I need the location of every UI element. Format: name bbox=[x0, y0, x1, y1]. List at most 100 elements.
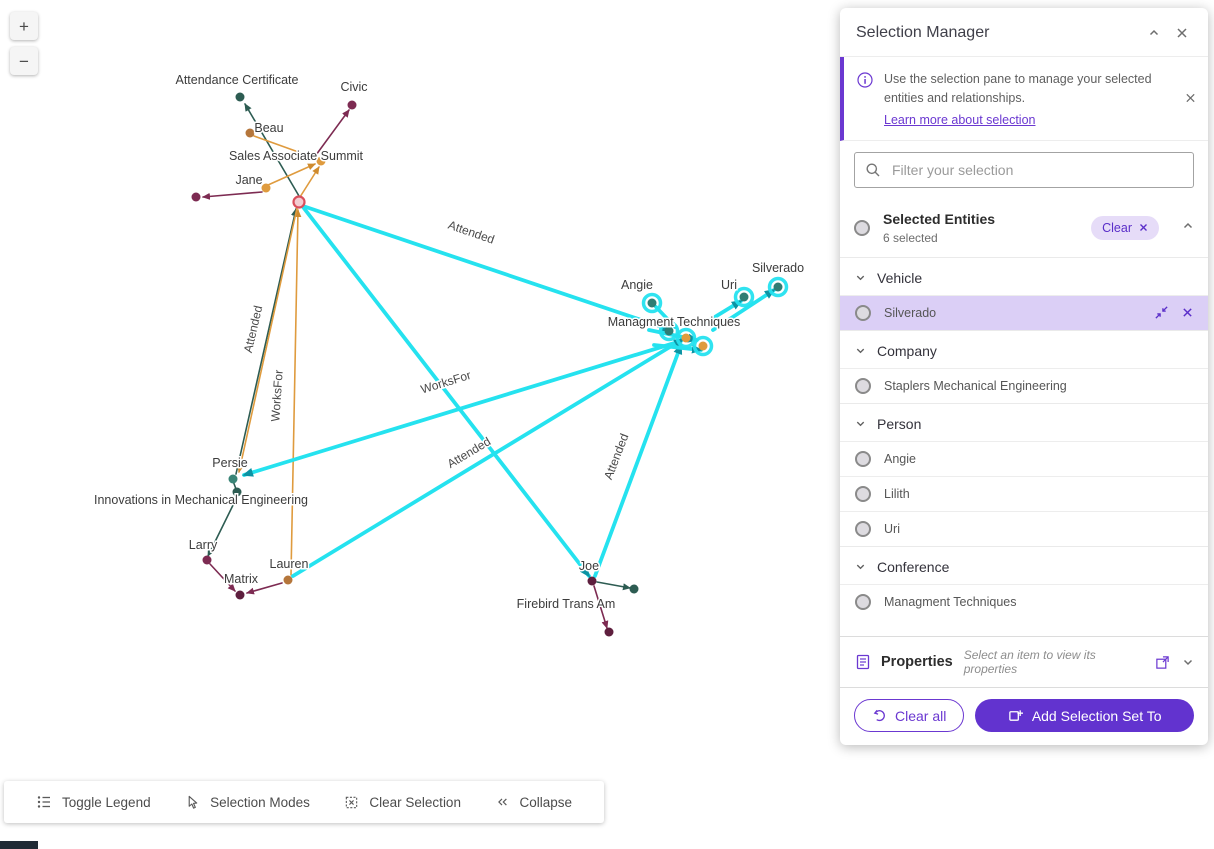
chevron-down-icon bbox=[856, 564, 865, 570]
clear-all-button[interactable]: Clear all bbox=[854, 699, 965, 732]
node-mgmt-node-2[interactable] bbox=[698, 341, 708, 351]
node-civic[interactable] bbox=[347, 100, 357, 110]
selected-entities-title: Selected Entities bbox=[883, 210, 996, 227]
learn-more-link[interactable]: Learn more about selection bbox=[884, 112, 1036, 127]
edge[interactable] bbox=[596, 581, 631, 591]
edge-attended[interactable] bbox=[301, 204, 673, 332]
zoom-out-button[interactable]: − bbox=[10, 47, 38, 75]
edge[interactable] bbox=[301, 205, 591, 578]
close-icon bbox=[1177, 28, 1187, 38]
edge-worksfor[interactable] bbox=[242, 339, 683, 477]
node-uri[interactable] bbox=[739, 292, 749, 302]
group-header-conference[interactable]: Conference bbox=[840, 545, 1208, 584]
double-chevron-left-icon bbox=[498, 798, 508, 806]
edge-label: Attended bbox=[445, 434, 493, 471]
entity-row-staplers-mechanical-engineering[interactable]: Staplers Mechanical Engineering bbox=[840, 367, 1208, 403]
node-managment-techniques[interactable] bbox=[681, 333, 691, 343]
toggle-legend-button[interactable]: Toggle Legend bbox=[30, 793, 157, 811]
add-selection-set-button[interactable]: Add Selection Set To bbox=[975, 699, 1194, 732]
chevron-down-icon bbox=[856, 421, 865, 427]
close-panel-button[interactable] bbox=[1172, 23, 1192, 43]
clear-selection-label: Clear Selection bbox=[369, 794, 461, 810]
group-header-person[interactable]: Person bbox=[840, 402, 1208, 441]
edge[interactable] bbox=[202, 191, 263, 200]
add-to-set-icon bbox=[1009, 710, 1023, 721]
filter-selection-input[interactable] bbox=[890, 160, 1183, 179]
edge[interactable] bbox=[711, 288, 776, 332]
group-header-company[interactable]: Company bbox=[840, 329, 1208, 368]
edge[interactable] bbox=[207, 494, 239, 557]
node-innovations-in-mechanical-engineering[interactable] bbox=[232, 487, 242, 497]
properties-bar[interactable]: Properties Select an item to view its pr… bbox=[840, 636, 1208, 687]
edge[interactable] bbox=[237, 207, 298, 473]
node-beau[interactable] bbox=[245, 128, 255, 138]
node-silverado[interactable] bbox=[773, 282, 783, 292]
entity-icon bbox=[855, 520, 871, 537]
entity-label: Silverado bbox=[884, 305, 937, 320]
clear-selected-entities-button[interactable]: Clear bbox=[1091, 215, 1159, 240]
node-sales-associate-summit[interactable] bbox=[316, 156, 326, 166]
node-mgmt-node-3[interactable] bbox=[664, 326, 674, 336]
node-firebird-trans-am[interactable] bbox=[604, 627, 614, 637]
entity-row-silverado[interactable]: Silverado bbox=[840, 294, 1208, 330]
node-label-matrix: Matrix bbox=[224, 572, 259, 586]
edge-attended[interactable] bbox=[593, 343, 683, 578]
node-joe[interactable] bbox=[587, 576, 597, 586]
node-jane[interactable] bbox=[261, 183, 271, 193]
edge-attended[interactable] bbox=[235, 208, 298, 475]
clear-selection-icon bbox=[346, 796, 358, 808]
node-attendance-certificate[interactable] bbox=[235, 92, 245, 102]
selection-modes-label: Selection Modes bbox=[210, 794, 310, 810]
edge[interactable] bbox=[652, 343, 703, 354]
collapse-panel-button[interactable] bbox=[1144, 23, 1164, 43]
edge[interactable] bbox=[209, 563, 236, 592]
edge[interactable] bbox=[703, 299, 743, 325]
edge[interactable] bbox=[253, 135, 316, 159]
edge[interactable] bbox=[246, 582, 283, 595]
entity-icon bbox=[855, 450, 871, 467]
selection-modes-button[interactable]: Selection Modes bbox=[179, 794, 316, 811]
deselect-entity-icon[interactable] bbox=[1182, 307, 1193, 318]
open-in-new-icon[interactable] bbox=[1155, 655, 1170, 670]
node-unlabeled-left[interactable] bbox=[191, 192, 201, 202]
node-hub-person[interactable] bbox=[292, 195, 306, 209]
zoom-to-entity-icon[interactable] bbox=[1154, 305, 1169, 320]
collapse-toolbar-button[interactable]: Collapse bbox=[489, 794, 578, 811]
chevron-down-icon[interactable] bbox=[1182, 656, 1194, 668]
edge-attended[interactable] bbox=[291, 337, 685, 578]
entity-icon bbox=[855, 377, 871, 394]
entities-group-icon bbox=[854, 219, 870, 236]
edge[interactable] bbox=[299, 166, 320, 198]
node-larry[interactable] bbox=[202, 555, 212, 565]
group-name: Conference bbox=[877, 558, 950, 575]
node-unlabeled-right[interactable] bbox=[629, 584, 639, 594]
node-angie[interactable] bbox=[647, 298, 657, 308]
panel-header: Selection Manager bbox=[840, 8, 1208, 57]
close-icon bbox=[1140, 224, 1147, 231]
entity-label: Uri bbox=[884, 521, 900, 536]
entity-row-angie[interactable]: Angie bbox=[840, 440, 1208, 476]
node-label-firebird-trans-am: Firebird Trans Am bbox=[517, 597, 616, 611]
entity-row-managment-techniques[interactable]: Managment Techniques bbox=[840, 583, 1208, 619]
node-persie[interactable] bbox=[228, 474, 238, 484]
add-selection-set-label: Add Selection Set To bbox=[1031, 707, 1162, 724]
selection-halo bbox=[675, 327, 697, 349]
node-matrix[interactable] bbox=[235, 590, 245, 600]
dismiss-notice-button[interactable] bbox=[1181, 89, 1200, 108]
edge[interactable] bbox=[244, 103, 300, 197]
clear-selection-button[interactable]: Clear Selection bbox=[338, 794, 467, 811]
chevron-up-icon[interactable] bbox=[1182, 220, 1194, 232]
edge-worksfor[interactable] bbox=[290, 209, 302, 576]
node-lauren[interactable] bbox=[283, 575, 293, 585]
group-header-vehicle[interactable]: Vehicle bbox=[840, 256, 1208, 295]
link-chart-canvas[interactable]: AttendedWorksForAttendedWorksForAttended… bbox=[0, 0, 840, 849]
chevron-down-icon bbox=[856, 275, 865, 281]
edge[interactable] bbox=[315, 109, 350, 156]
edge[interactable] bbox=[593, 585, 609, 629]
node-label-managment-techniques: Managment Techniques bbox=[608, 315, 741, 329]
zoom-in-button[interactable]: + bbox=[10, 12, 38, 40]
entity-row-lilith[interactable]: Lilith bbox=[840, 475, 1208, 511]
edge[interactable] bbox=[267, 163, 316, 186]
entity-row-uri[interactable]: Uri bbox=[840, 510, 1208, 546]
